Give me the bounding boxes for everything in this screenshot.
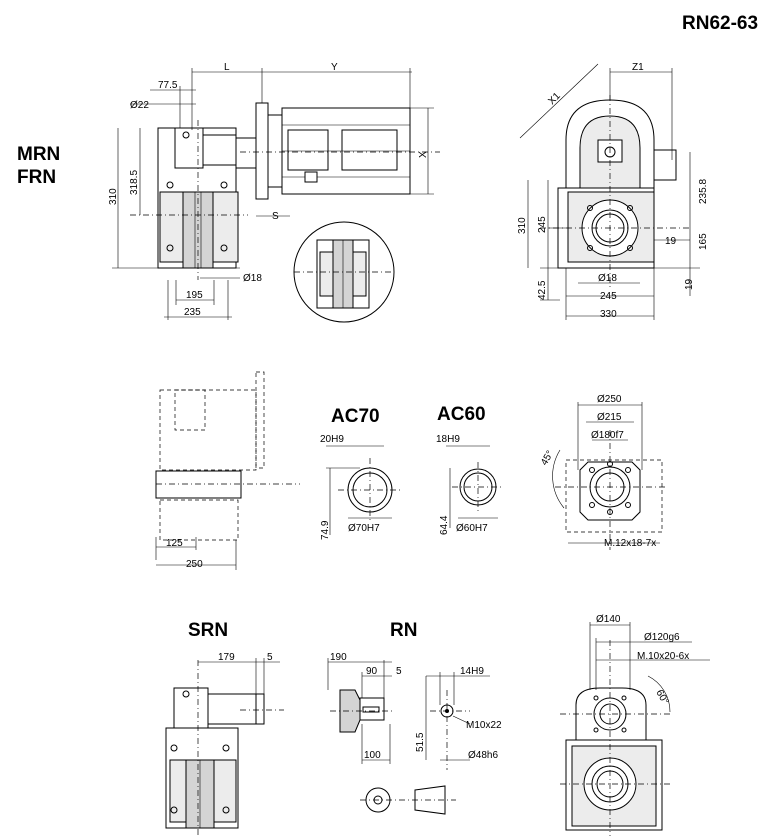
dim-100: 100 [364,750,381,761]
dim-245-v: 245 [537,216,548,233]
srn-view [165,658,284,836]
dim-330: 330 [600,309,617,320]
dim-5b: 5 [396,666,402,677]
ac70-bore [326,445,402,535]
dim-245-h: 245 [600,291,617,302]
dim-195: 195 [186,290,203,301]
dim-thread-m12: M.12x18-7x [604,538,656,549]
srn-label: SRN [188,620,229,641]
ac70-height: 74.9 [320,520,331,540]
dim-m10x20: M.10x20-6x [637,651,689,662]
dim-42-5: 42.5 [537,280,548,300]
dim-235: 235 [184,307,201,318]
rn-label: RN [390,620,418,641]
dim-190: 190 [330,652,347,663]
ac70-key: 20H9 [320,434,344,445]
ac60-bore: Ø60H7 [456,523,488,534]
dim-Y: Y [331,62,338,73]
dim-250: 250 [186,559,203,570]
dim-179: 179 [218,652,235,663]
dim-19-h: 19 [665,236,677,247]
frn-label: FRN [17,167,57,188]
dim-d180f7: Ø180f7 [591,430,624,441]
detail-circle [293,221,395,323]
dim-165: 165 [698,233,709,250]
ac70-bore: Ø70H7 [348,523,380,534]
dim-51-5: 51.5 [415,732,426,752]
hollow-shaft-view [155,371,300,570]
dim-d18-left: Ø18 [243,273,262,284]
dim-Z1: Z1 [632,62,644,73]
dim-77-5: 77.5 [158,80,178,91]
dim-d215: Ø215 [597,412,622,423]
dim-90: 90 [366,666,378,677]
flange-front-view [552,402,666,550]
dim-m10x22: M10x22 [466,720,502,731]
dim-235-8: 235.8 [698,179,709,204]
front-view [519,63,700,320]
dim-S: S [272,211,279,222]
dim-d140: Ø140 [596,614,621,625]
dim-60deg: 60° [653,688,670,707]
dim-310-left: 310 [108,188,119,205]
dim-d250-circ: Ø250 [597,394,622,405]
mrn-label: MRN [17,144,61,165]
dim-X: X [418,151,429,158]
bottom-front-view [560,622,710,836]
page-code: RN62-63 [682,13,759,34]
ac60-key: 18H9 [436,434,460,445]
ac60-height: 64.4 [439,515,450,535]
ac60-bore [446,445,504,528]
dim-5a: 5 [267,652,273,663]
dim-19-v: 19 [684,278,695,290]
dim-d22: Ø22 [130,100,149,111]
dim-d18-right: Ø18 [598,273,617,284]
ac70-label: AC70 [331,406,380,427]
dim-125: 125 [166,538,183,549]
dim-L: L [224,62,230,73]
dim-310-right: 310 [517,217,528,234]
dim-d48: Ø48h6 [468,750,498,761]
dim-X1: X1 [546,90,563,107]
rn-shaft [327,658,490,815]
dim-d120g6: Ø120g6 [644,632,680,643]
mrn-side-view [112,68,440,320]
dim-key14: 14H9 [460,666,484,677]
dim-318-5: 318.5 [129,170,140,195]
ac60-label: AC60 [437,404,486,425]
